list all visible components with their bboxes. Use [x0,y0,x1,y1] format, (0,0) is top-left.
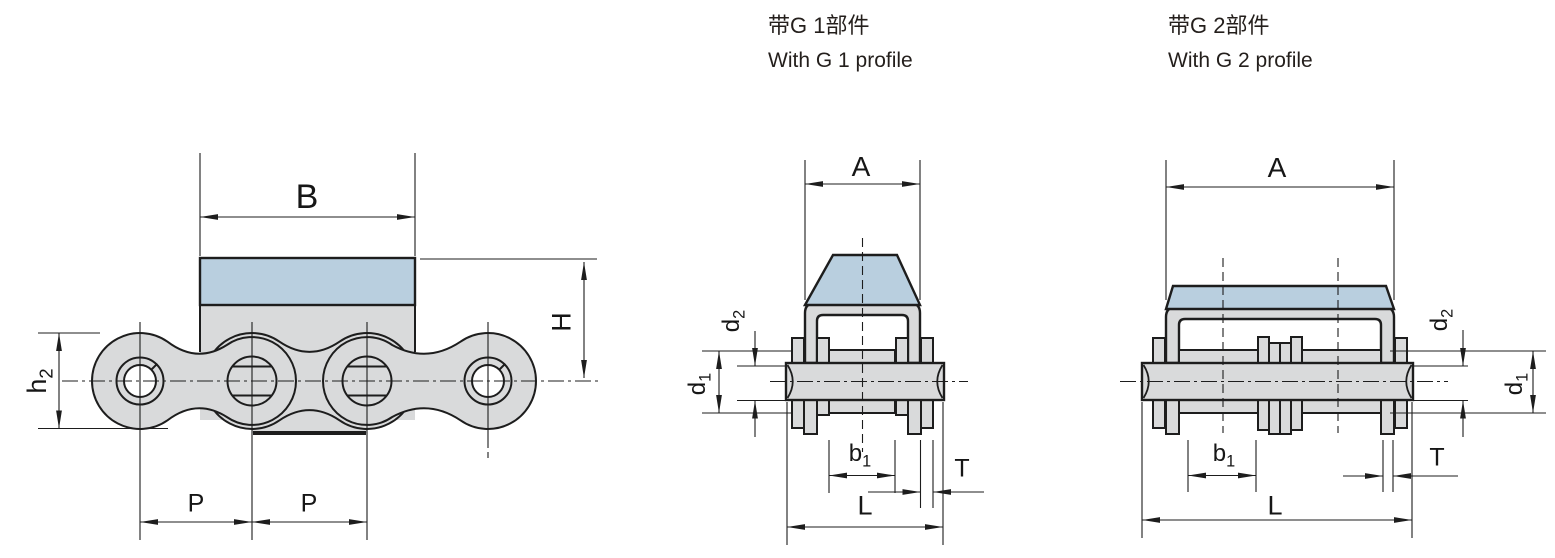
g1-section-figure [702,160,984,545]
g1-dim-d2 [737,331,786,437]
g2-dim-L [1141,402,1413,538]
g1-dim-label-T: T [954,454,970,483]
g1-dim-label-A: A [851,151,871,182]
g1-title-zh: 带G 1部件 [768,13,870,38]
g1-centerlines [770,238,968,452]
g1-dim-A [804,160,921,300]
dim-label-P-left: P [187,489,205,518]
chain-side-view-figure [38,153,600,540]
g2-dim-d1 [1390,350,1546,414]
g2-dimensions [1141,160,1546,538]
g2-title-en: With G 2 profile [1168,49,1313,72]
g2-title-zh: 带G 2部件 [1168,13,1270,38]
g2-dim-d2 [1413,330,1468,437]
dim-P [139,442,368,540]
g2-dim-A [1165,160,1395,300]
g1-dim-label-b1: b1 [848,439,872,471]
centerlines [62,322,600,458]
g1-dim-d1 [702,350,792,414]
dim-H [420,258,597,378]
g1-dim-L [786,402,944,545]
g1-dim-T [868,440,984,508]
dim-label-P-right: P [300,489,318,518]
g2-dim-label-d1: d1 [1500,372,1532,396]
g2-dim-label-T: T [1429,443,1445,472]
g2-dim-label-b1: b1 [1212,439,1236,471]
g1-dim-b1 [828,440,896,493]
g2-dim-label-L: L [1267,490,1283,521]
g1-dimensions [702,160,984,545]
dim-label-B: B [295,178,319,216]
dim-B [199,153,416,256]
g2-dim-T [1343,440,1458,492]
g2-section-figure [1120,160,1546,538]
g1-title-en: With G 1 profile [768,49,913,72]
g1-dim-label-d1: d1 [683,372,715,396]
dim-label-h2: h2 [22,368,57,394]
dim-h2 [38,332,168,430]
g2-dim-b1 [1187,440,1257,492]
g1-dim-label-d2: d2 [717,309,749,333]
dim-label-H: H [546,312,577,332]
g2-dim-label-A: A [1267,152,1287,183]
g2-dim-label-d2: d2 [1425,308,1457,332]
g2-centerlines [1120,258,1448,433]
g-profile-strip [198,256,417,307]
g1-dim-label-L: L [857,490,873,521]
dimensions-side-view [38,153,597,540]
g2-profile-trapezoid [1164,284,1396,311]
